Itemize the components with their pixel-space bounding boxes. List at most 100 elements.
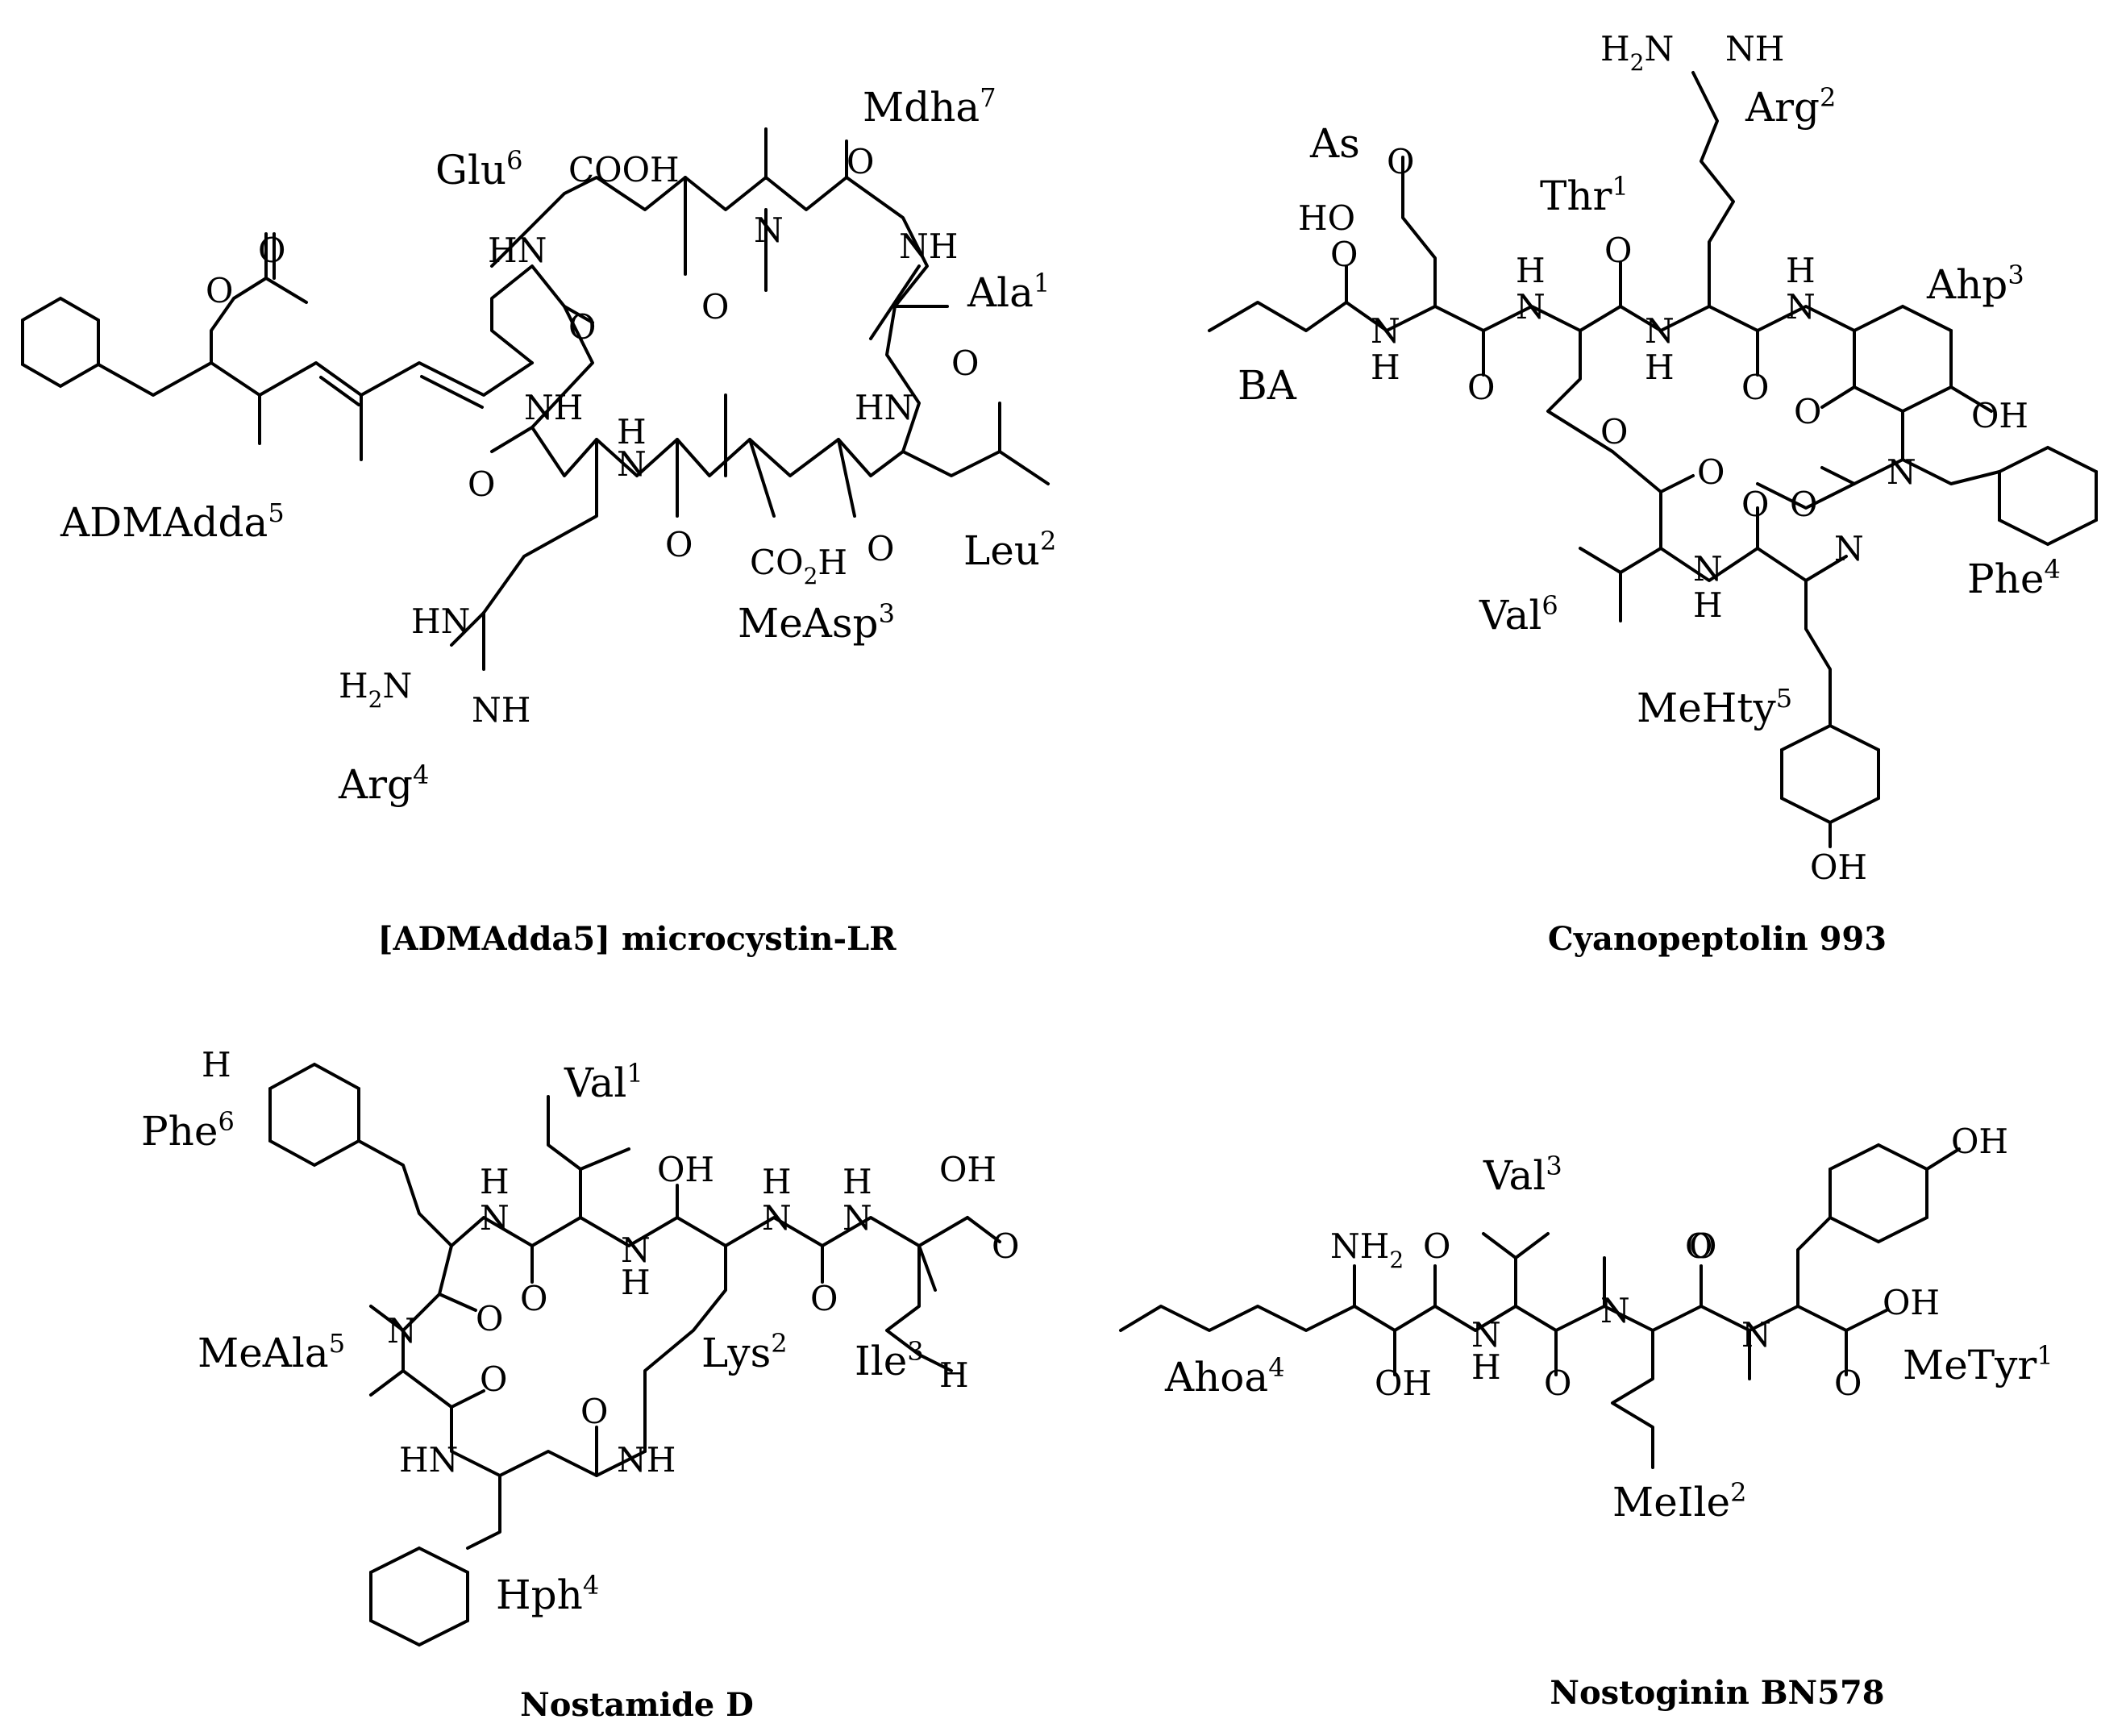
n-methyl [1804,555,1848,582]
macrocycle-backbone [450,1216,937,1292]
atom-h: H [762,1162,792,1201]
residue-label-mehty: MeHty5 [1637,683,1792,731]
atom-n: N [387,1311,417,1351]
atom-o: O [1834,1363,1862,1403]
atom-o: O [1467,368,1495,407]
atom-n: N [617,444,647,484]
residue-label-val: Val3 [1483,1151,1562,1199]
ahoa-chain [1119,1305,1356,1332]
atom-n: N [1887,452,1916,492]
atom-o: O [1697,452,1725,492]
benzene-ring [21,296,100,389]
residue-label-lys: Lys2 [701,1328,788,1376]
residue-label-val: Val1 [564,1058,643,1106]
atom-n: N [754,210,784,250]
atom-o: O [1387,142,1414,181]
atom-n: N [1741,1315,1771,1355]
atom-h2n: H2N [1600,29,1674,76]
structure-title: Cyanopeptolin 993 [1548,920,1887,958]
atom-h: H [617,412,647,452]
hph-chain [466,1474,501,1550]
atom-h: H [202,1045,231,1084]
atom-o: O [847,142,874,181]
atom-n: N [480,1198,510,1238]
n-methyl [369,1305,405,1332]
atom-oh: OH [1810,847,1867,887]
atom-n: N [1371,311,1400,351]
residue-label-measp: MeAsp3 [738,598,895,647]
atom-o: O [1423,1226,1450,1266]
carboxyl [917,1216,969,1247]
residue-label-val: Val6 [1479,590,1558,639]
carbonyl [450,1389,485,1409]
atom-o: O [1741,368,1769,407]
atom-hn: HN [399,1440,458,1480]
arg-side-chain [1691,71,1735,308]
ahp-ring [1853,304,1953,414]
carbonyl [1659,474,1695,493]
atom-nh2: NH2 [1330,1226,1404,1273]
arg-side-chain [450,438,598,647]
residue-label-meala: MeAla5 [198,1328,345,1376]
residue-label-glu: Glu6 [435,145,523,194]
atom-h: H [480,1162,510,1201]
val-side-chain [547,1095,582,1219]
panel-microcystin: Glu6 Mdha7 Ala1 ADMAdda5 Leu2 MeAsp3 Arg… [21,82,1056,958]
residue-label-as: As [1309,120,1360,167]
structure-title: Nostamide D [520,1686,754,1724]
residue-label-arg: Arg4 [338,760,429,808]
panel-nostamide: Phe6 Val1 MeAla5 Lys2 Ile3 Hph4 H OH N H… [141,1045,1019,1724]
atom-o: O [1604,231,1632,270]
carbonyl [1820,385,1856,409]
carbonyl [563,305,594,324]
carboxyl [748,438,776,518]
atom-h: H [1645,348,1675,387]
atom-o: O [258,231,285,270]
methyl [264,277,308,304]
macrocycle-lower [401,1244,647,1477]
atom-oh: OH [939,1150,996,1189]
atom-nh: NH [899,227,958,266]
structure-title: Nostoginin BN578 [1550,1674,1884,1712]
atom-n: N [1471,1315,1501,1355]
atom-h: H [1786,251,1816,290]
carbonyl [966,1216,1001,1243]
ile-side-chain [1611,1329,1654,1469]
atom-hn: HN [488,231,547,270]
atom-o: O [1790,485,1817,524]
atom-h: H [1693,585,1723,625]
atom-n: N [1693,549,1723,589]
residue-label-leu: Leu2 [963,526,1056,574]
atom-oh: OH [1375,1363,1432,1403]
atom-n: N [1834,529,1864,568]
phenol-ring [1829,1143,1928,1244]
residue-label-ba: BA [1238,362,1297,409]
atom-h: H [621,1263,651,1302]
atom-o: O [468,464,495,504]
atom-oh: OH [1883,1283,1940,1322]
lower-backbone [1659,490,1832,727]
atom-o: O [992,1226,1019,1266]
atom-oh: OH [1971,396,2028,435]
residue-label-ahoa: Ahoa4 [1164,1352,1285,1401]
carboxyl [1845,1309,1888,1332]
val-side-chain [1579,547,1662,574]
atom-oh: OH [657,1150,714,1189]
atom-n: N [1600,1291,1630,1330]
backbone [1353,1305,1848,1332]
residue-label-hph: Hph4 [496,1570,599,1618]
atom-nh: NH [617,1440,676,1480]
lys-side-chain [643,1244,727,1453]
acetate [210,277,268,364]
residue-label-ala: Ala1 [967,268,1050,316]
atom-h: H [939,1355,969,1395]
atom-o: O [1600,412,1628,452]
adda-side-chain [97,361,534,397]
atom-o: O [580,1392,608,1431]
atom-n: N [621,1230,651,1270]
atom-h2n: H2N [339,666,412,713]
as-side-chain [1401,184,1437,308]
atom-nh: NH [1725,29,1784,69]
atom-o: O [1794,392,1821,431]
atom-o: O [1330,235,1358,274]
